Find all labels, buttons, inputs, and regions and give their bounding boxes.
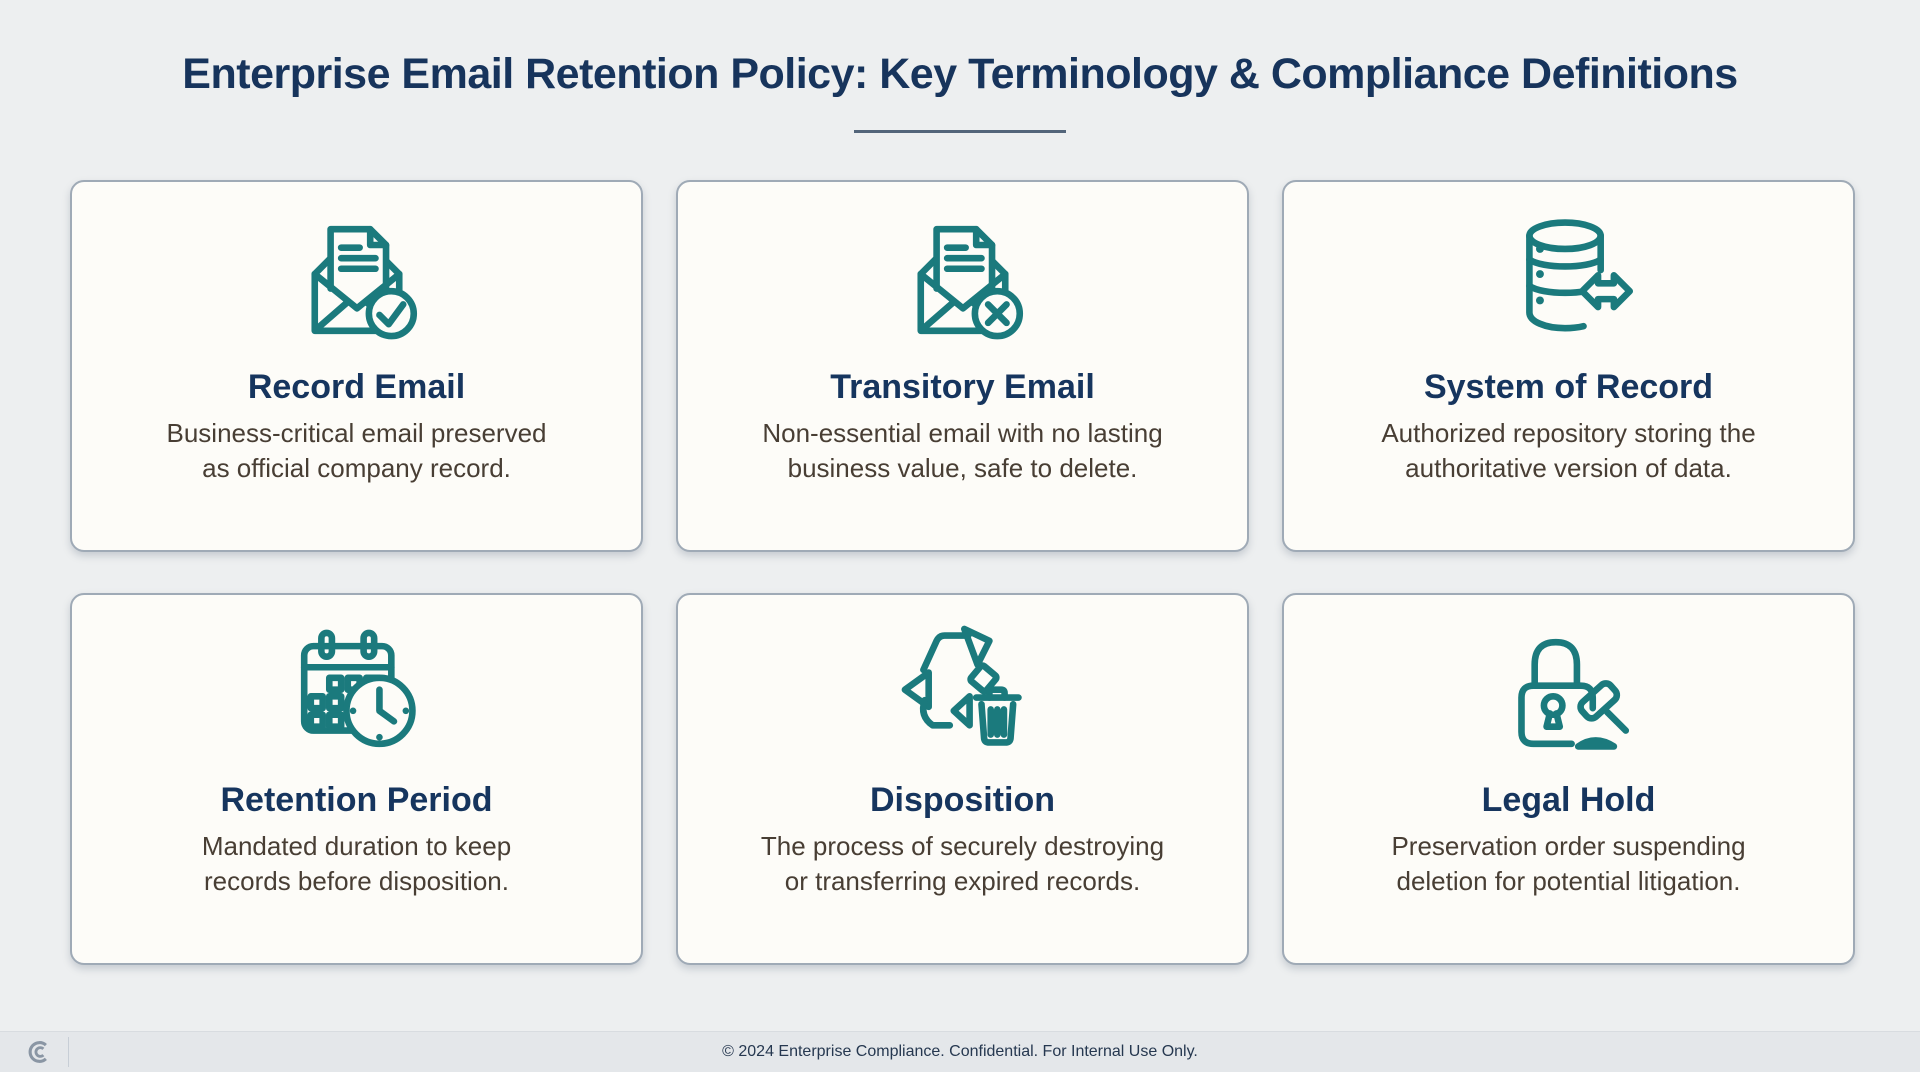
card-disposition: Disposition The process of securely dest… (676, 593, 1249, 965)
card-description: Preservation order suspending deletion f… (1391, 831, 1746, 897)
page-title: Enterprise Email Retention Policy: Key T… (182, 50, 1738, 98)
card-legal-hold: Legal Hold Preservation order suspending… (1282, 593, 1855, 965)
card-retention-period: Retention Period Mandated duration to ke… (70, 593, 643, 965)
definition-card-grid: Record Email Business-critical email pre… (70, 180, 1855, 965)
card-record-email: Record Email Business-critical email pre… (70, 180, 643, 552)
card-title: System of Record (1423, 368, 1714, 406)
card-transitory-email: Transitory Email Non-essential email wit… (676, 180, 1249, 552)
lock-gavel-icon (1503, 625, 1635, 757)
card-title: Retention Period (220, 781, 493, 819)
footer-text: © 2024 Enterprise Compliance. Confidenti… (722, 1043, 1198, 1060)
record-email-check-icon (291, 212, 423, 344)
footer-bar: © 2024 Enterprise Compliance. Confidenti… (0, 1031, 1920, 1072)
card-title: Disposition (869, 781, 1056, 819)
card-title: Transitory Email (830, 368, 1095, 406)
card-title: Legal Hold (1481, 781, 1656, 819)
concentric-c-logo-icon (28, 1041, 47, 1063)
transitory-email-x-icon (897, 212, 1029, 344)
recycle-trash-icon (897, 625, 1029, 757)
title-underline (854, 130, 1066, 133)
card-description: Non-essential email with no lasting busi… (762, 418, 1163, 484)
card-title: Record Email (247, 368, 466, 406)
card-description: The process of securely destroying or tr… (760, 831, 1165, 897)
database-sync-icon (1503, 212, 1635, 344)
card-description: Authorized repository storing the author… (1381, 418, 1756, 484)
calendar-clock-icon (291, 625, 423, 757)
card-description: Mandated duration to keep records before… (201, 831, 512, 897)
card-system-of-record: System of Record Authorized repository s… (1282, 180, 1855, 552)
footer-divider (68, 1037, 69, 1067)
card-description: Business-critical email preserved as off… (166, 418, 547, 484)
